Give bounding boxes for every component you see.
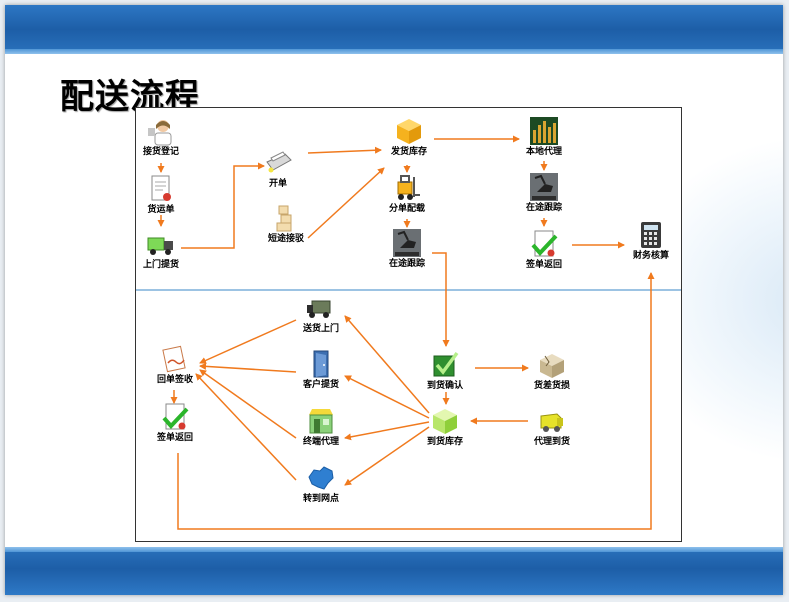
printer-icon xyxy=(266,151,292,173)
damaged-box-icon xyxy=(540,354,564,378)
arrow-transfer-to-stock xyxy=(307,167,385,239)
node-label: 在途跟踪 xyxy=(388,259,425,269)
node-label: 代理到货 xyxy=(533,437,570,447)
document-icon xyxy=(151,175,171,201)
node-label: 开单 xyxy=(268,179,287,189)
node-pickup-register[interactable]: 接货登记 xyxy=(116,116,206,158)
node-label: 短途接驳 xyxy=(267,234,304,244)
node-label: 发货库存 xyxy=(390,147,427,157)
node-local-agent[interactable]: 本地代理 xyxy=(499,116,589,158)
node-short-transfer[interactable]: 短途接驳 xyxy=(241,203,331,245)
forklift-icon xyxy=(397,175,420,200)
node-label: 签单返回 xyxy=(525,260,562,270)
footer-band xyxy=(5,547,783,595)
header-band xyxy=(5,5,783,54)
cube-icon xyxy=(433,409,457,434)
check-document-icon xyxy=(162,403,189,430)
flow-diagram: 接货登记 货运单 上门提货 开单 xyxy=(135,107,682,542)
boxes-icon xyxy=(276,205,292,232)
checkbox-icon xyxy=(433,351,459,377)
flow-arrows xyxy=(157,135,655,530)
node-transfer-point[interactable]: 转到网点 xyxy=(276,463,366,505)
node-label: 货运单 xyxy=(147,205,175,215)
node-label: 回单签收 xyxy=(156,375,193,385)
calculator-icon xyxy=(641,222,661,248)
node-receipt-sign[interactable]: 回单签收 xyxy=(130,344,220,386)
node-label: 客户提货 xyxy=(302,380,339,390)
node-agent-arrival[interactable]: 代理到货 xyxy=(507,406,597,448)
node-open-order[interactable]: 开单 xyxy=(233,148,323,190)
arrow-transfer-to-sign xyxy=(195,373,297,481)
node-label: 分单配载 xyxy=(388,204,425,214)
arrow-return-to-finance-loop xyxy=(177,272,655,530)
node-receipt-return-bottom[interactable]: 签单返回 xyxy=(130,402,220,444)
arrow-stock-to-transfer xyxy=(344,426,430,486)
node-label: 到货确认 xyxy=(426,381,463,391)
arrow-stock-to-terminal xyxy=(344,421,430,441)
excavator-icon xyxy=(530,173,558,201)
arrow-customer-to-sign xyxy=(199,362,297,373)
excavator-icon xyxy=(393,229,421,257)
truck-icon xyxy=(147,237,173,255)
node-label: 到货库存 xyxy=(426,437,463,447)
node-deliver-door[interactable]: 送货上门 xyxy=(276,293,366,335)
arrow-stock-to-deliver xyxy=(344,315,430,414)
node-ship-stock[interactable]: 发货库存 xyxy=(364,116,454,158)
node-customer-pickup[interactable]: 客户提货 xyxy=(276,349,366,391)
china-map-icon xyxy=(308,466,334,490)
section-divider xyxy=(136,289,681,291)
receptionist-icon xyxy=(148,120,172,146)
node-arrival-stock[interactable]: 到货库存 xyxy=(400,406,490,448)
arrow-transit-to-confirm xyxy=(432,252,450,347)
node-label: 本地代理 xyxy=(525,147,562,157)
node-label: 接货登记 xyxy=(142,147,179,157)
door-icon xyxy=(313,350,329,378)
arrow-stock-to-customer xyxy=(344,375,430,419)
node-in-transit-right[interactable]: 在途跟踪 xyxy=(499,172,589,214)
node-finance-settle[interactable]: 财务核算 xyxy=(606,220,696,262)
node-label: 签单返回 xyxy=(156,433,193,443)
node-label: 转到网点 xyxy=(302,494,339,504)
node-receipt-return-top[interactable]: 签单返回 xyxy=(499,229,589,271)
storefront-icon xyxy=(309,409,333,434)
cube-icon xyxy=(397,119,421,144)
node-damaged-goods[interactable]: 货差货损 xyxy=(507,350,597,392)
node-label: 终端代理 xyxy=(302,437,339,447)
node-in-transit-top[interactable]: 在途跟踪 xyxy=(362,228,452,270)
signature-icon xyxy=(162,345,186,373)
node-label: 财务核算 xyxy=(632,251,669,261)
bar-chart-icon xyxy=(530,117,558,145)
node-label: 送货上门 xyxy=(302,324,339,334)
arrow-pickup-to-order xyxy=(181,162,265,249)
node-terminal-agent[interactable]: 终端代理 xyxy=(276,406,366,448)
arrow-order-to-stock xyxy=(307,146,382,154)
node-door-pickup[interactable]: 上门提货 xyxy=(116,229,206,271)
node-arrival-confirm[interactable]: 到货确认 xyxy=(400,350,490,392)
node-waybill[interactable]: 货运单 xyxy=(116,174,206,216)
arrow-terminal-to-sign xyxy=(199,369,297,439)
arrow-deliver-to-sign xyxy=(199,319,297,364)
check-document-icon xyxy=(531,230,558,257)
delivery-van-icon xyxy=(540,413,563,432)
truck-icon xyxy=(307,300,331,318)
node-label: 在途跟踪 xyxy=(525,203,562,213)
node-label: 货差货损 xyxy=(533,381,570,391)
node-label: 上门提货 xyxy=(142,260,179,270)
node-split-load[interactable]: 分单配载 xyxy=(362,173,452,215)
